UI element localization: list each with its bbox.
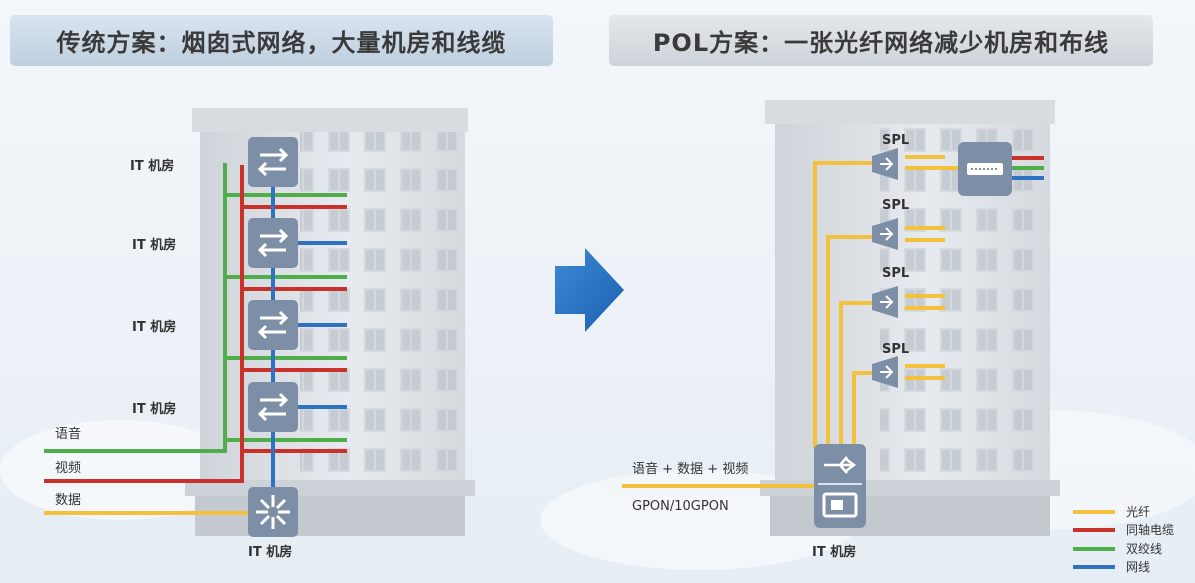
legend-label-network: 网线	[1126, 560, 1150, 574]
spl-label-2: SPL	[882, 198, 909, 213]
spl-label-1: SPL	[882, 133, 909, 148]
legend: 光纤 同轴电缆 双绞线 网线	[1073, 505, 1174, 574]
title-left-text: 传统方案：烟囱式网络，大量机房和线缆	[56, 29, 507, 57]
left-switch-2	[248, 218, 298, 268]
left-switch-3	[248, 300, 298, 350]
title-left: 传统方案：烟囱式网络，大量机房和线缆	[10, 15, 553, 66]
splitter-3	[872, 286, 898, 318]
title-right: POL方案：一张光纤网络减少机房和布线	[609, 15, 1153, 66]
right-ont-cables	[1012, 156, 1044, 180]
spl-label-3: SPL	[882, 266, 909, 281]
right-input-label: 语音 + 数据 + 视频	[632, 461, 748, 477]
left-input-data: 数据	[55, 493, 81, 508]
legend-label-coax: 同轴电缆	[1126, 522, 1174, 537]
right-bottom-label: IT 机房	[812, 544, 856, 560]
building-left	[185, 108, 475, 536]
left-room-label-4: IT 机房	[132, 401, 176, 417]
ont-device-icon	[958, 142, 1012, 196]
right-gpon-label: GPON/10GPON	[632, 499, 729, 514]
legend-label-twisted: 双绞线	[1126, 541, 1162, 556]
splitter-4	[872, 356, 898, 388]
title-right-text: POL方案：一张光纤网络减少机房和布线	[652, 29, 1110, 57]
left-bottom-label: IT 机房	[248, 544, 292, 560]
left-switch-4	[248, 382, 298, 432]
left-input-voice: 语音	[55, 426, 81, 442]
left-cables	[44, 163, 347, 515]
cloud	[0, 420, 240, 520]
building-right	[760, 100, 1060, 536]
legend-label-fiber: 光纤	[1126, 505, 1150, 519]
splitter-1	[872, 148, 898, 180]
olt-device-icon	[814, 444, 866, 528]
left-core-router	[248, 487, 298, 537]
left-input-video: 视频	[55, 461, 81, 476]
arrow-right-icon	[555, 248, 624, 332]
left-switch-1	[248, 137, 298, 187]
left-room-label-1: IT 机房	[130, 158, 174, 174]
left-room-label-2: IT 机房	[132, 237, 176, 253]
splitter-2	[872, 218, 898, 250]
right-fibers	[622, 155, 960, 488]
spl-label-4: SPL	[882, 342, 909, 357]
left-room-label-3: IT 机房	[132, 319, 176, 335]
